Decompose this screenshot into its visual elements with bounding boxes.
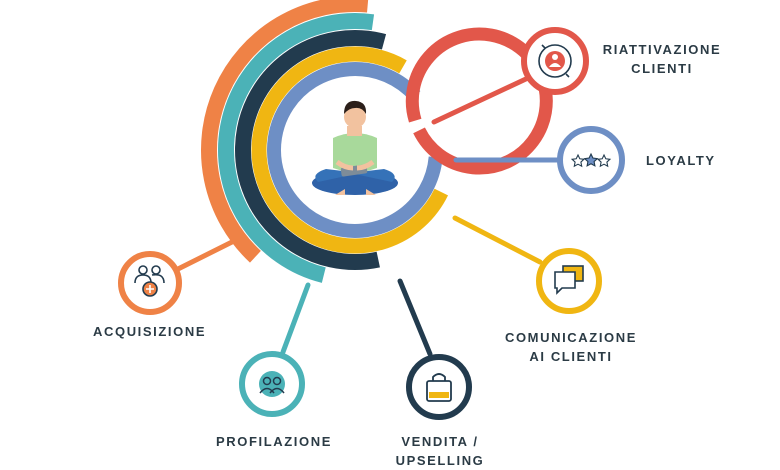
node-profilazione[interactable] bbox=[239, 351, 305, 417]
label-comunicazione: COMUNICAZIONE AI CLIENTI bbox=[500, 328, 642, 366]
arc-blue bbox=[267, 62, 443, 238]
label-comunicazione-line1: COMUNICAZIONE bbox=[504, 330, 638, 345]
lifecycle-arcs bbox=[201, 0, 553, 283]
label-riattivazione-line1: RIATTIVAZIONE bbox=[602, 42, 722, 57]
node-loyalty[interactable] bbox=[557, 126, 625, 194]
arc-teal bbox=[218, 13, 375, 283]
label-acquisizione: ACQUISIZIONE bbox=[93, 322, 206, 341]
connectors bbox=[169, 75, 561, 357]
chat-bubbles-icon bbox=[554, 265, 584, 295]
label-vendita-line1: VENDITA / bbox=[401, 434, 479, 449]
label-comunicazione-line2: AI CLIENTI bbox=[529, 349, 613, 364]
shopping-bag-icon bbox=[426, 373, 452, 402]
arc-yellow bbox=[251, 46, 449, 254]
person-with-tablet-icon bbox=[312, 100, 398, 195]
label-loyalty-text: LOYALTY bbox=[646, 153, 716, 168]
arc-navy bbox=[235, 30, 387, 270]
profile-group-icon bbox=[259, 371, 285, 397]
connector-acquisizione bbox=[169, 237, 239, 275]
label-profilazione: PROFILAZIONE bbox=[216, 432, 332, 451]
connector-riattivazione bbox=[431, 75, 531, 125]
node-vendita[interactable] bbox=[406, 354, 472, 420]
node-comunicazione[interactable] bbox=[536, 248, 602, 314]
stars-icon bbox=[570, 152, 612, 168]
connector-comunicazione bbox=[452, 215, 543, 265]
connector-profilazione bbox=[280, 282, 311, 355]
reactivate-user-icon bbox=[538, 44, 572, 78]
node-riattivazione[interactable] bbox=[521, 27, 589, 95]
label-vendita-line2: UPSELLING bbox=[395, 453, 485, 468]
node-acquisizione[interactable] bbox=[118, 251, 182, 315]
label-acquisizione-text: ACQUISIZIONE bbox=[93, 324, 207, 339]
label-riattivazione-line2: CLIENTI bbox=[631, 61, 693, 76]
label-vendita: VENDITA / UPSELLING bbox=[392, 432, 488, 470]
connector-vendita bbox=[397, 278, 433, 357]
label-loyalty: LOYALTY bbox=[646, 151, 716, 170]
arc-orange bbox=[201, 0, 369, 263]
users-plus-icon bbox=[134, 265, 165, 297]
label-profilazione-text: PROFILAZIONE bbox=[216, 434, 332, 449]
label-riattivazione: RIATTIVAZIONE CLIENTI bbox=[600, 40, 724, 78]
